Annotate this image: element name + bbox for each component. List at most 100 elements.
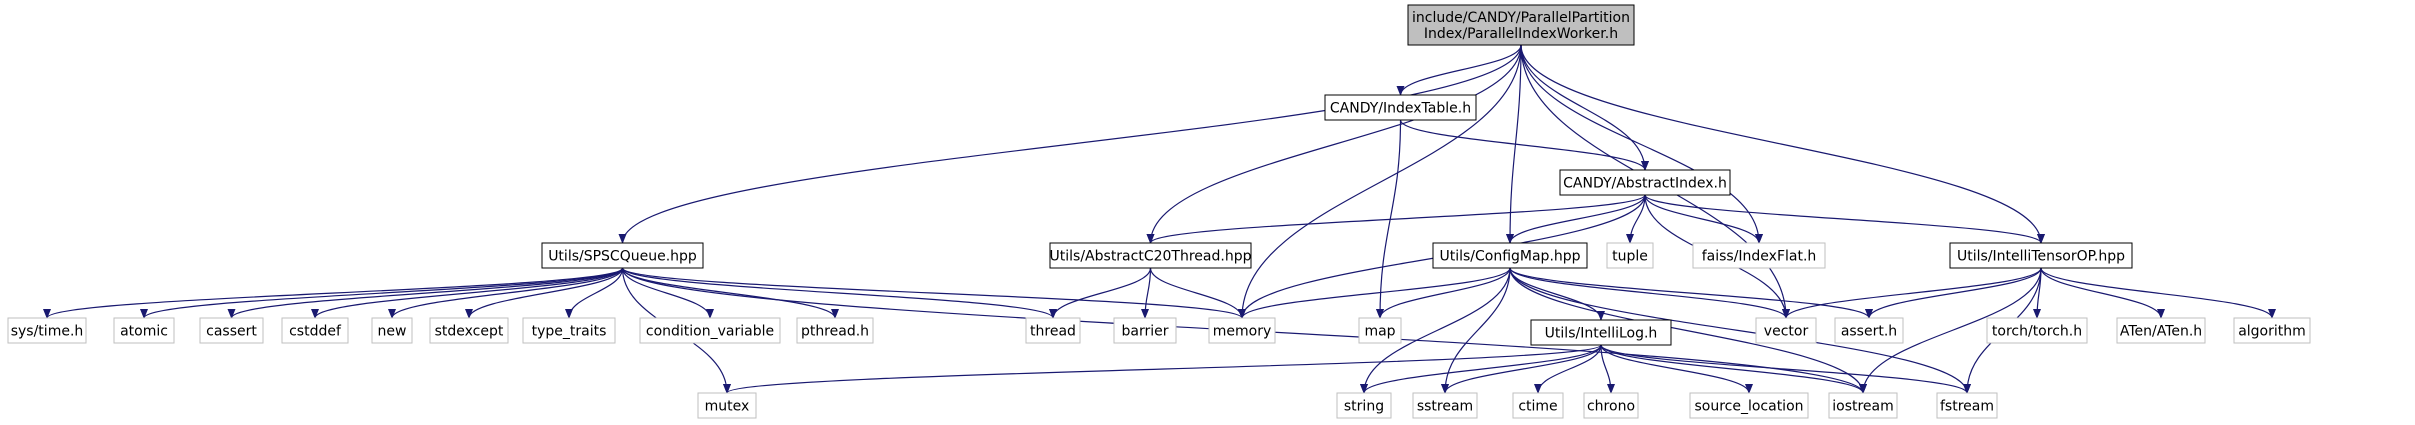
node-algorithm[interactable]: algorithm bbox=[2233, 317, 2311, 344]
edge-indextable-to-abstractindex bbox=[1399, 119, 1649, 171]
node-abstractindex[interactable]: CANDY/AbstractIndex.h bbox=[1559, 169, 1731, 196]
node-vector[interactable]: vector bbox=[1755, 317, 1817, 344]
node-box bbox=[199, 317, 264, 344]
node-thread[interactable]: thread bbox=[1025, 317, 1081, 344]
node-box bbox=[1113, 317, 1177, 344]
node-box bbox=[1828, 392, 1898, 419]
node-box bbox=[429, 317, 509, 344]
node-label: ATen/ATen.h bbox=[2120, 324, 2202, 340]
node-box bbox=[1336, 392, 1392, 419]
node-label: torch/torch.h bbox=[1992, 324, 2082, 340]
node-label: source_location bbox=[1694, 399, 1803, 415]
node-box bbox=[371, 317, 413, 344]
edge-abstractindex-to-c20thread bbox=[1146, 194, 1646, 244]
node-box bbox=[2116, 317, 2206, 344]
node-label: iostream bbox=[1832, 399, 1894, 415]
node-box bbox=[1559, 169, 1731, 196]
node-asserth[interactable]: assert.h bbox=[1834, 317, 1904, 344]
node-label: sys/time.h bbox=[11, 324, 84, 340]
node-label: mutex bbox=[705, 399, 750, 415]
node-map[interactable]: map bbox=[1358, 317, 1402, 344]
node-systime[interactable]: sys/time.h bbox=[7, 317, 87, 344]
node-label: Utils/ConfigMap.hpp bbox=[1439, 249, 1580, 265]
node-intellilog[interactable]: Utils/IntelliLog.h bbox=[1530, 319, 1672, 346]
node-stdexcept[interactable]: stdexcept bbox=[429, 317, 509, 344]
node-box bbox=[2233, 317, 2311, 344]
node-label: thread bbox=[1030, 324, 1076, 340]
node-intellitensor[interactable]: Utils/IntelliTensorOP.hpp bbox=[1949, 242, 2133, 269]
node-label: include/CANDY/ParallelPartition bbox=[1412, 10, 1630, 26]
node-iostream[interactable]: iostream bbox=[1828, 392, 1898, 419]
edge-intellitensor-to-asserth bbox=[1865, 267, 2042, 319]
edge-intellitensor-to-iostream bbox=[1859, 267, 2042, 394]
node-ctime[interactable]: ctime bbox=[1512, 392, 1564, 419]
node-label: tuple bbox=[1612, 249, 1648, 265]
edge-intellilog-to-iostream bbox=[1600, 344, 1867, 394]
edge-spsc-to-cstddef bbox=[311, 267, 624, 319]
node-label: chrono bbox=[1587, 399, 1635, 415]
node-label: vector bbox=[1764, 324, 1809, 340]
edge-configmap-to-map bbox=[1376, 267, 1511, 319]
node-tuple[interactable]: tuple bbox=[1606, 242, 1654, 269]
edge-intellitensor-to-algorithm bbox=[2040, 267, 2276, 319]
node-cstddef[interactable]: cstddef bbox=[281, 317, 349, 344]
edge-spsc-to-pthread bbox=[621, 267, 839, 319]
edge-configmap-to-fstream bbox=[1509, 267, 1971, 394]
node-box bbox=[796, 317, 874, 344]
node-box bbox=[1407, 4, 1635, 46]
node-label: assert.h bbox=[1841, 324, 1897, 340]
edge-intellilog-to-sstream bbox=[1441, 344, 1602, 394]
node-memory[interactable]: memory bbox=[1208, 317, 1276, 344]
node-string[interactable]: string bbox=[1336, 392, 1392, 419]
node-c20thread[interactable]: Utils/AbstractC20Thread.hpp bbox=[1049, 242, 1252, 269]
node-label: algorithm bbox=[2238, 324, 2306, 340]
node-atomic[interactable]: atomic bbox=[113, 317, 175, 344]
node-label: new bbox=[378, 324, 407, 340]
node-label: type_traits bbox=[532, 324, 607, 340]
edge-configmap-to-vector bbox=[1509, 267, 1790, 319]
node-label: Utils/SPSCQueue.hpp bbox=[548, 249, 697, 265]
edge-intellitensor-to-aten bbox=[2040, 267, 2165, 319]
edge-abstractindex-to-faiss bbox=[1644, 194, 1763, 244]
node-pthread[interactable]: pthread.h bbox=[796, 317, 874, 344]
node-label: stdexcept bbox=[435, 324, 504, 340]
node-aten[interactable]: ATen/ATen.h bbox=[2116, 317, 2206, 344]
edge-spsc-to-stdexcept bbox=[465, 267, 624, 319]
node-torch[interactable]: torch/torch.h bbox=[1986, 317, 2088, 344]
node-root[interactable]: include/CANDY/ParallelPartitionIndex/Par… bbox=[1407, 4, 1635, 46]
node-sstream[interactable]: sstream bbox=[1412, 392, 1478, 419]
node-label: sstream bbox=[1417, 399, 1473, 415]
edge-intellitensor-to-vector bbox=[1782, 267, 2042, 319]
node-spsc[interactable]: Utils/SPSCQueue.hpp bbox=[541, 242, 704, 269]
node-box bbox=[1412, 392, 1478, 419]
node-box bbox=[1692, 242, 1826, 269]
node-label: CANDY/AbstractIndex.h bbox=[1563, 176, 1727, 192]
node-configmap[interactable]: Utils/ConfigMap.hpp bbox=[1432, 242, 1588, 269]
edge-spsc-to-thread bbox=[621, 267, 1057, 319]
node-box bbox=[1949, 242, 2133, 269]
node-new[interactable]: new bbox=[371, 317, 413, 344]
node-faiss[interactable]: faiss/IndexFlat.h bbox=[1692, 242, 1826, 269]
node-mutex[interactable]: mutex bbox=[697, 392, 757, 419]
node-chrono[interactable]: chrono bbox=[1583, 392, 1639, 419]
edge-root-to-abstractindex bbox=[1520, 44, 1649, 171]
node-box bbox=[1834, 317, 1904, 344]
edge-root-to-intellitensor bbox=[1520, 44, 2045, 244]
edge-configmap-to-memory bbox=[1238, 267, 1511, 319]
edge-intellilog-to-fstream bbox=[1600, 344, 1971, 394]
node-box bbox=[281, 317, 349, 344]
node-indextable[interactable]: CANDY/IndexTable.h bbox=[1324, 94, 1477, 121]
node-fstream[interactable]: fstream bbox=[1936, 392, 1998, 419]
node-label: barrier bbox=[1122, 324, 1169, 340]
node-cassert[interactable]: cassert bbox=[199, 317, 264, 344]
node-typetraits[interactable]: type_traits bbox=[522, 317, 616, 344]
node-label: memory bbox=[1213, 324, 1272, 340]
node-sourceloc[interactable]: source_location bbox=[1689, 392, 1809, 419]
node-barrier[interactable]: barrier bbox=[1113, 317, 1177, 344]
node-label: condition_variable bbox=[646, 324, 774, 340]
edge-intellilog-to-mutex bbox=[723, 344, 1602, 394]
node-condvar[interactable]: condition_variable bbox=[639, 317, 781, 344]
node-label: cassert bbox=[206, 324, 257, 340]
node-box bbox=[7, 317, 87, 344]
node-label: faiss/IndexFlat.h bbox=[1702, 249, 1817, 265]
